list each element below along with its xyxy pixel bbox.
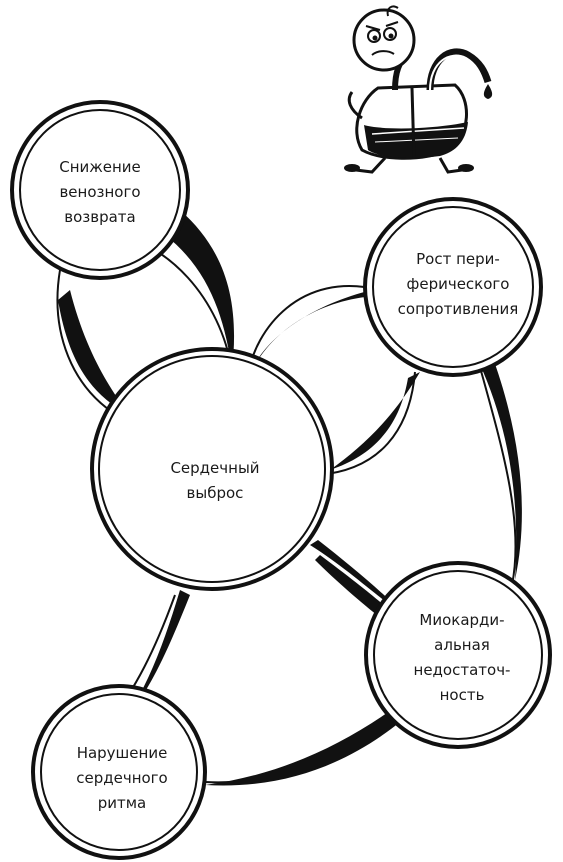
node-myocardial-line-4: ность bbox=[440, 686, 485, 704]
node-myocardial-line-2: альная bbox=[434, 636, 490, 654]
sad-heart-mascot-icon bbox=[344, 5, 493, 174]
node-rhythm-line-1: Нарушение bbox=[77, 744, 168, 762]
node-cardiac-output-line-2: выброс bbox=[187, 484, 244, 502]
node-rhythm-line-3: ритма bbox=[98, 794, 147, 812]
node-peripheral-resistance-line-1: Рост пери- bbox=[416, 250, 500, 268]
node-venous-return-line-3: возврата bbox=[64, 208, 135, 226]
node-venous-return-line-1: Снижение bbox=[59, 158, 141, 176]
node-peripheral-resistance-line-3: сопротивления bbox=[398, 300, 519, 318]
node-cardiac-output: Сердечный выброс bbox=[90, 347, 334, 591]
node-venous-return: Снижение венозного возврата bbox=[10, 100, 190, 280]
node-cardiac-output-line-1: Сердечный bbox=[170, 459, 259, 477]
node-peripheral-resistance-line-2: ферического bbox=[407, 275, 510, 293]
node-myocardial-line-3: недостаточ- bbox=[414, 661, 511, 679]
node-venous-return-line-2: венозного bbox=[59, 183, 140, 201]
node-myocardial-insufficiency: Миокарди- альная недостаточ- ность bbox=[364, 561, 552, 749]
node-rhythm-disorder: Нарушение сердечного ритма bbox=[31, 684, 207, 860]
node-myocardial-line-1: Миокарди- bbox=[419, 611, 504, 629]
connector-resistance-to-myocardial bbox=[477, 350, 522, 586]
node-rhythm-line-2: сердечного bbox=[76, 769, 168, 787]
node-peripheral-resistance: Рост пери- ферического сопротивления bbox=[363, 197, 543, 377]
